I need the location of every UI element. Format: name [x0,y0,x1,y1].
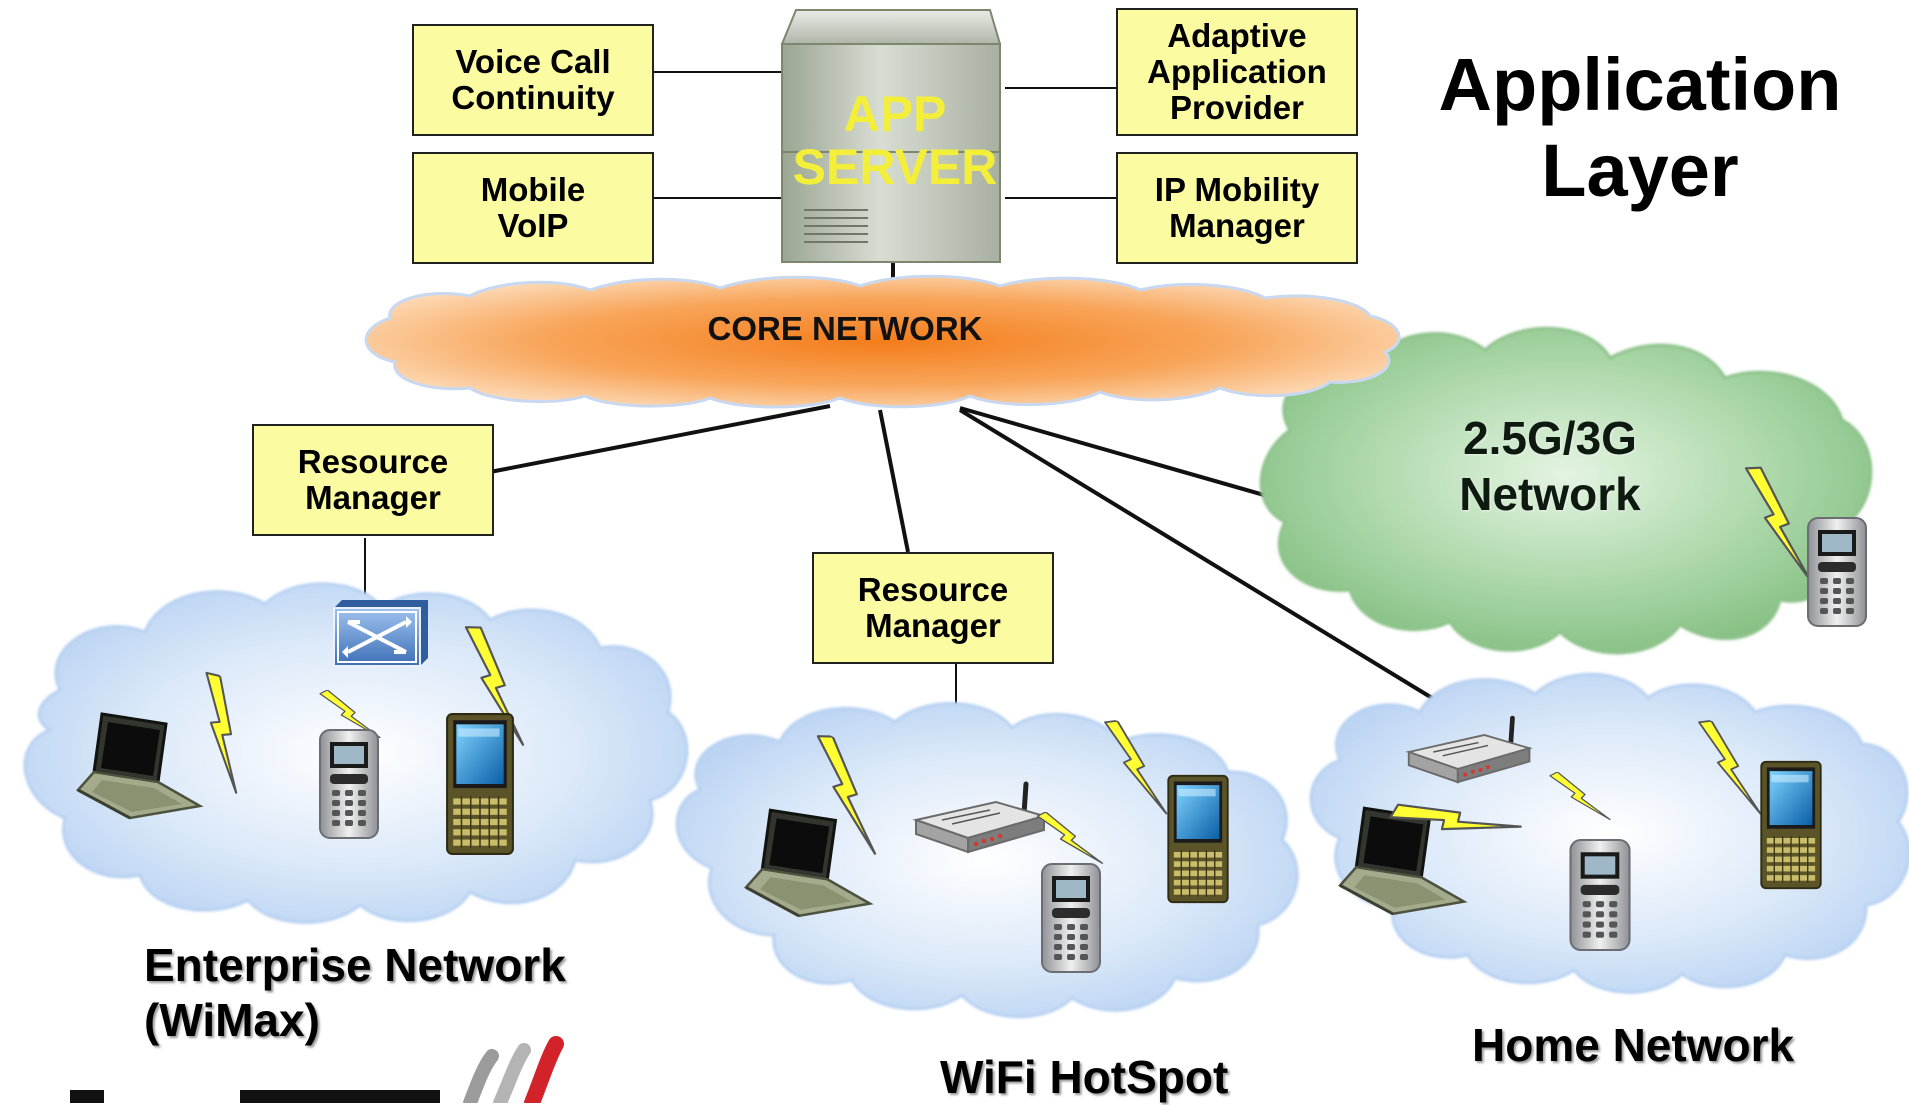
adaptive-application-provider-box: Adaptive Application Provider [1116,8,1358,136]
phone-icon [1807,517,1867,627]
voice-call-continuity-box: Voice Call Continuity [412,24,654,136]
mobile-voip-box: Mobile VoIP [412,152,654,264]
resource-manager-wifi-box: Resource Manager [812,552,1054,664]
cellular-network-label: 2.5G/3G Network [1459,412,1641,521]
wifi-hotspot-label: WiFi HotSpot [940,1051,1229,1103]
phone-icon [319,729,379,839]
resource-manager-enterprise-box: Resource Manager [252,424,494,536]
logo-fragment [70,1036,564,1103]
phone-icon [1041,863,1101,973]
application-layer-title: Application Layer [1438,43,1842,212]
core-network-label: CORE NETWORK [707,310,983,347]
switch-icon [333,600,428,667]
core-network-cloud [364,274,1401,409]
pda-icon [446,712,515,856]
server-icon [780,9,1002,263]
phone-icon [1569,839,1631,951]
pda-icon [1760,760,1822,890]
enterprise-network-label: Enterprise Network (WiMax) [144,939,566,1047]
ip-mobility-manager-box: IP Mobility Manager [1116,152,1358,264]
pda-icon [1167,774,1229,904]
home-network-label: Home Network [1472,1019,1795,1071]
connection-lines [364,71,1457,800]
app-server-label: APP SERVER [792,86,998,195]
